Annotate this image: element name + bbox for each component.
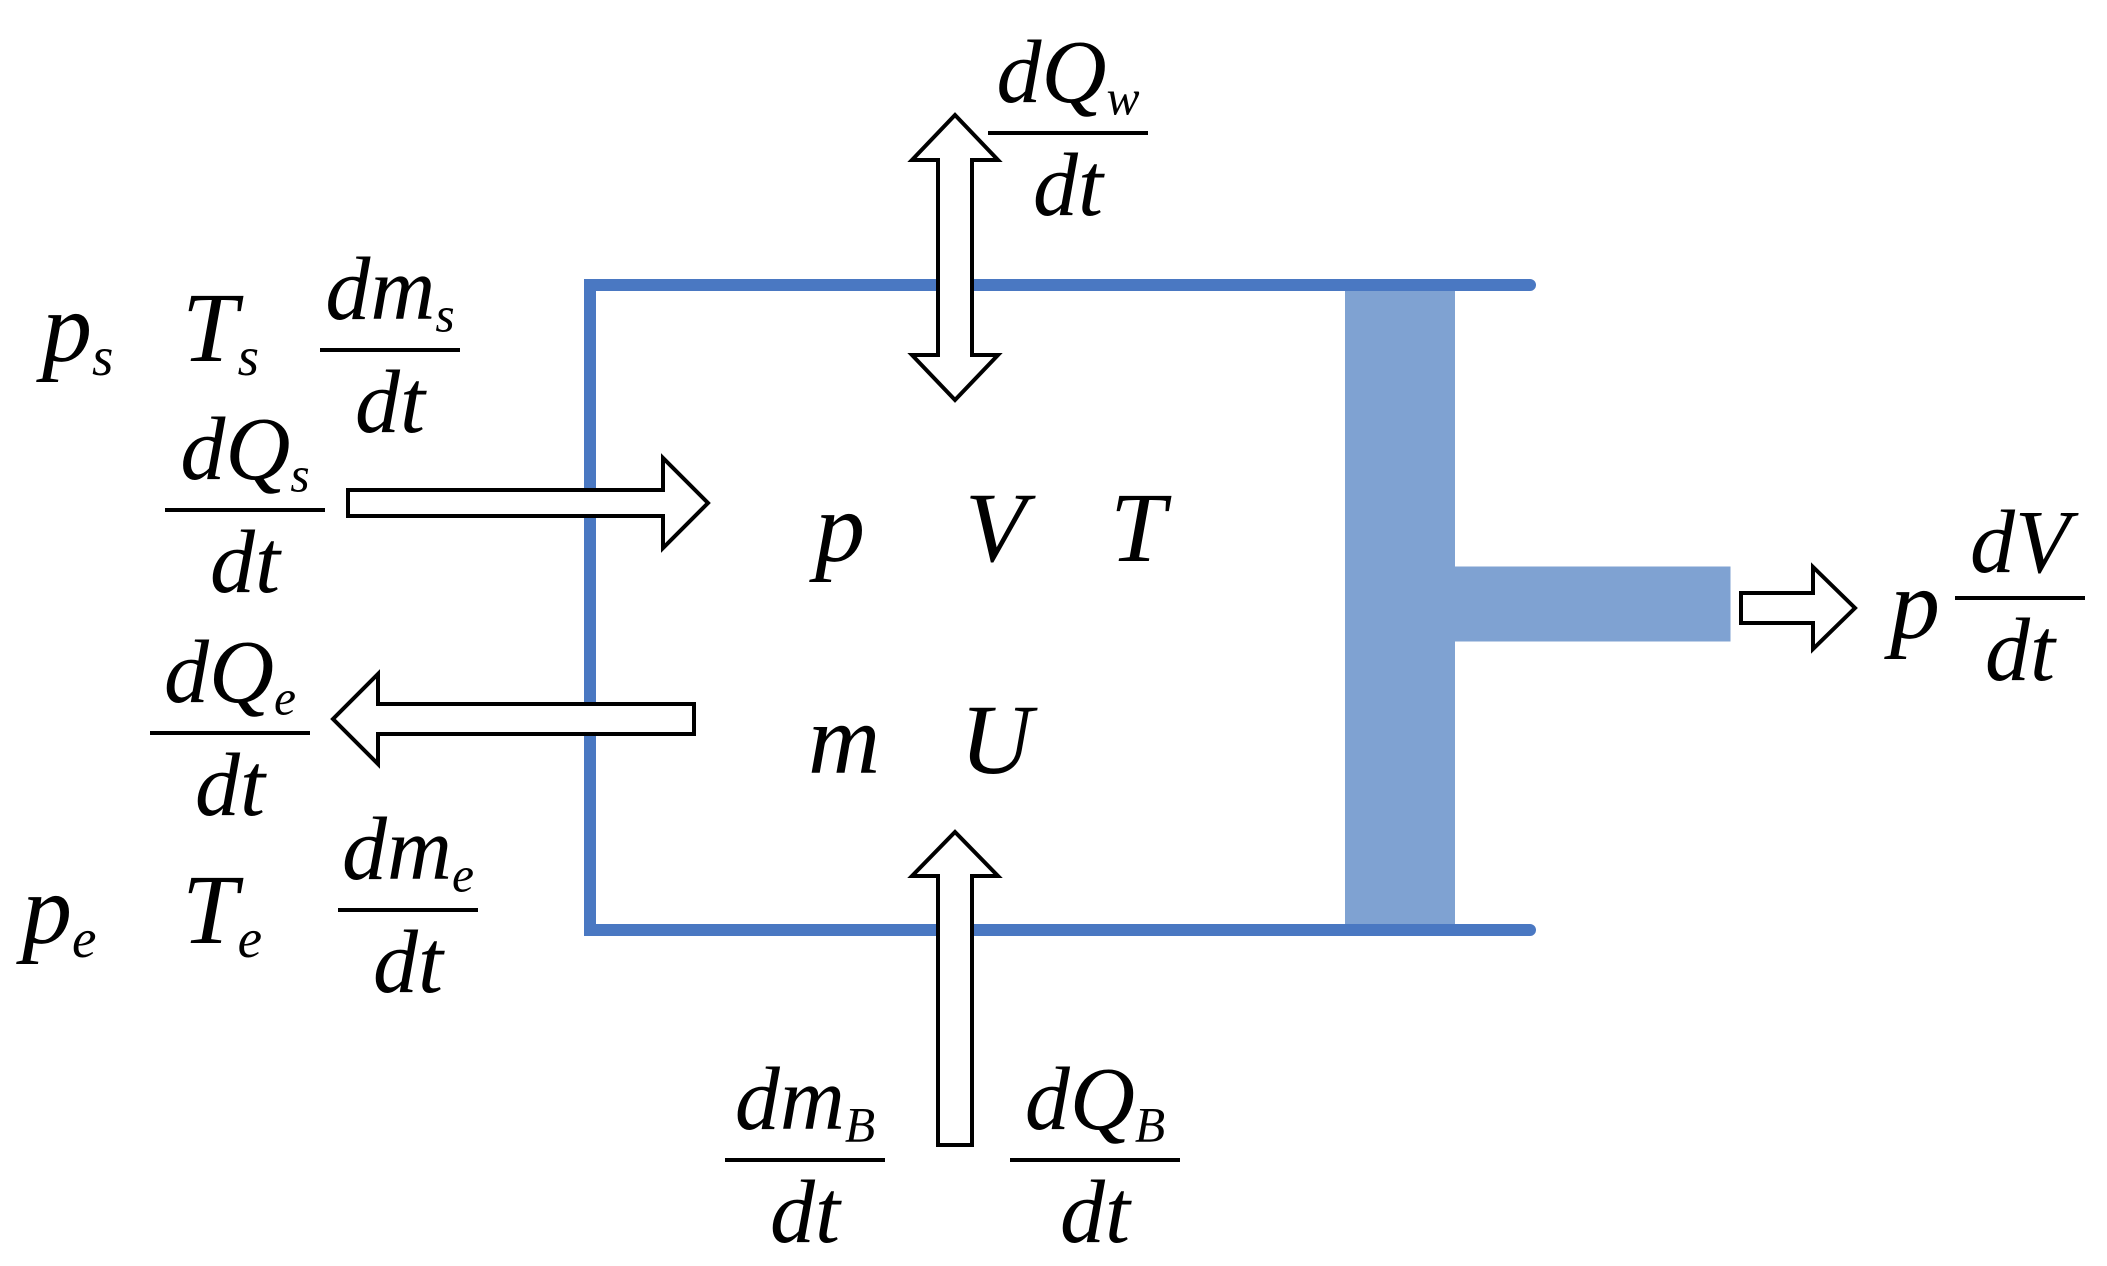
piston-rod — [1443, 563, 1734, 645]
wall-heat-flow: dQw dt — [988, 28, 1148, 231]
state-mass: m — [808, 684, 881, 795]
supply-pressure: ps — [42, 272, 114, 387]
supply-temperature: Ts — [182, 272, 260, 387]
state-volume: V — [965, 472, 1027, 583]
blowby-heat-flow: dQB dt — [1010, 1055, 1180, 1258]
supply-heat-flow: dQs dt — [165, 405, 325, 608]
supply-heat-arrow — [346, 453, 711, 553]
cylinder-wall — [584, 279, 1536, 936]
blowby-arrow — [907, 829, 1003, 1147]
work-arrow — [1739, 562, 1858, 654]
exhaust-heat-arrow — [330, 669, 696, 769]
state-internal-energy: U — [960, 684, 1033, 795]
exhaust-heat-flow: dQe dt — [150, 628, 310, 831]
blowby-mass-flow: dmB dt — [725, 1055, 885, 1258]
piston — [1345, 288, 1455, 930]
state-pressure: p — [815, 472, 865, 583]
work-pressure: p — [1890, 549, 1940, 660]
exhaust-temperature: Te — [182, 854, 263, 969]
wall-heat-double-arrow — [907, 112, 1003, 403]
exhaust-mass-flow: dme dt — [338, 805, 478, 1008]
work-volume-rate: dV dt — [1955, 498, 2085, 696]
supply-mass-flow: dms dt — [320, 245, 460, 448]
state-temperature: T — [1110, 472, 1166, 583]
exhaust-pressure: pe — [22, 854, 97, 969]
